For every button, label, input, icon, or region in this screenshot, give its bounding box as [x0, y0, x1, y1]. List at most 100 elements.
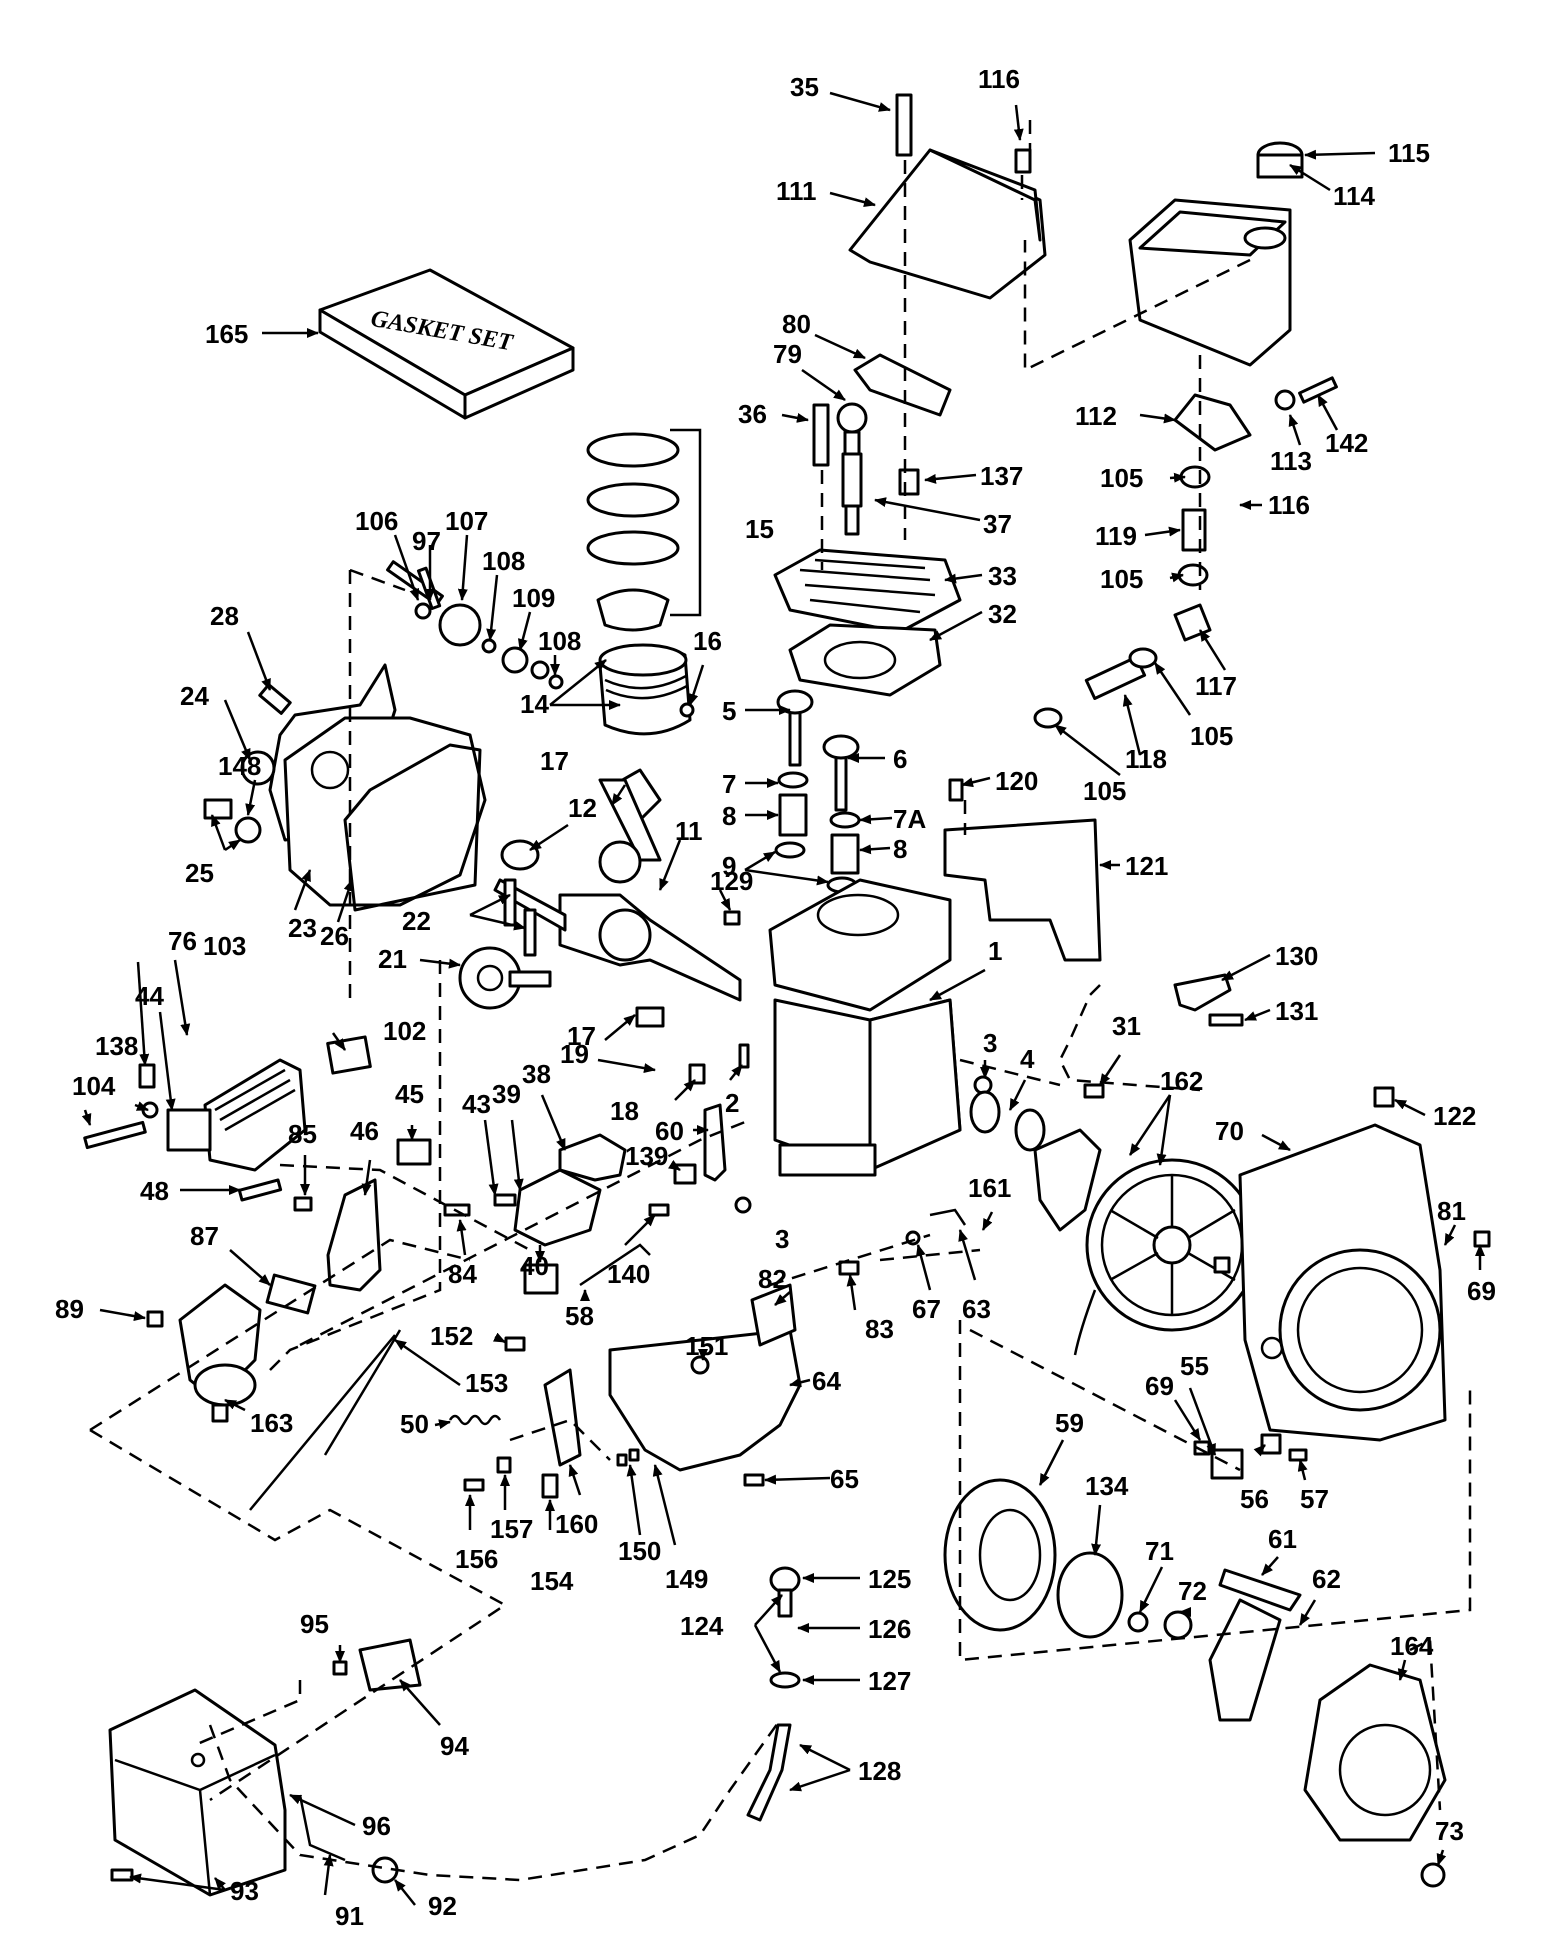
callout-3b: 3 — [775, 1224, 789, 1254]
callout-70: 70 — [1215, 1116, 1244, 1146]
callout-93: 93 — [230, 1876, 259, 1906]
callout-148: 148 — [218, 751, 261, 781]
washer-113 — [1274, 389, 1296, 411]
callout-134: 134 — [1085, 1471, 1129, 1501]
callout-80: 80 — [782, 309, 811, 339]
callout-108a: 108 — [482, 546, 525, 576]
callout-40: 40 — [520, 1251, 549, 1281]
callout-107: 107 — [445, 506, 488, 536]
callout-163: 163 — [250, 1408, 293, 1438]
fuel-tank — [1128, 141, 1304, 367]
callout-76: 76 — [168, 926, 197, 956]
callout-121: 121 — [1125, 851, 1168, 881]
callout-113: 113 — [1270, 446, 1312, 476]
screw-95 — [332, 1660, 348, 1676]
callout-151: 151 — [685, 1331, 728, 1361]
carburetor — [178, 1283, 262, 1423]
callout-43: 43 — [462, 1089, 491, 1119]
fitting-25 — [203, 798, 233, 820]
callout-50: 50 — [400, 1409, 429, 1439]
callout-8a: 8 — [722, 801, 736, 831]
nut-73 — [1420, 1862, 1446, 1888]
part-shapes: GASKET SET — [83, 93, 1491, 1897]
callout-32: 32 — [988, 599, 1017, 629]
callout-103: 103 — [203, 931, 246, 961]
flywheel — [1033, 1128, 1259, 1356]
callout-57: 57 — [1300, 1484, 1329, 1514]
bolt-104 — [83, 1120, 147, 1150]
cylinder-block — [768, 878, 962, 1177]
gasket-102 — [326, 1035, 372, 1075]
callout-60: 60 — [655, 1116, 684, 1146]
callout-62: 62 — [1312, 1564, 1341, 1594]
callout-17b: 17 — [567, 1021, 596, 1051]
control-box — [108, 1638, 422, 1897]
screw-28 — [258, 683, 292, 715]
callout-87: 87 — [190, 1221, 219, 1251]
callout-38: 38 — [522, 1059, 551, 1089]
assembly-lines — [89, 120, 1472, 1882]
spring-50 — [448, 1414, 502, 1426]
callout-156: 156 — [455, 1544, 498, 1574]
callout-39: 39 — [492, 1079, 521, 1109]
crankcase-cover — [268, 663, 487, 912]
rod-58 — [579, 1243, 651, 1287]
callout-31: 31 — [1112, 1011, 1141, 1041]
callout-111: 111 — [776, 176, 817, 206]
callout-61: 61 — [1268, 1524, 1297, 1554]
washer-3 — [973, 1075, 993, 1095]
callout-9: 9 — [722, 851, 736, 881]
callout-95: 95 — [300, 1609, 329, 1639]
lever-62 — [1208, 1598, 1282, 1722]
callout-11: 11 — [675, 816, 703, 846]
callout-105c: 105 — [1190, 721, 1233, 751]
callout-22: 22 — [402, 906, 431, 936]
callout-150: 150 — [618, 1536, 661, 1566]
callout-91: 91 — [335, 1901, 364, 1931]
callout-139: 139 — [625, 1141, 668, 1171]
control-bracket — [543, 1368, 582, 1467]
callout-3a: 3 — [983, 1028, 997, 1058]
callout-6: 6 — [893, 744, 907, 774]
callout-36: 36 — [738, 399, 767, 429]
seal-161 — [969, 1090, 1001, 1134]
callout-160: 160 — [555, 1509, 598, 1539]
callout-46: 46 — [350, 1116, 379, 1146]
screw-120 — [948, 778, 964, 802]
washer-3b — [734, 1196, 752, 1214]
callout-26: 26 — [320, 921, 349, 951]
bracket-94 — [358, 1638, 422, 1692]
callout-5: 5 — [722, 696, 736, 726]
callout-161: 161 — [968, 1173, 1011, 1203]
washer-81 — [1213, 1256, 1231, 1274]
callout-96: 96 — [362, 1811, 391, 1841]
connecting-rod — [598, 768, 662, 884]
breather — [443, 1133, 627, 1295]
callout-149: 149 — [665, 1564, 708, 1594]
callout-55: 55 — [1180, 1351, 1209, 1381]
lever-61 — [1218, 1568, 1302, 1612]
callout-28: 28 — [210, 601, 239, 631]
gasket-45 — [396, 1138, 432, 1166]
clip-16 — [679, 702, 695, 718]
callout-23: 23 — [288, 913, 317, 943]
callout-130: 130 — [1275, 941, 1318, 971]
callout-128: 128 — [858, 1756, 901, 1786]
seal-148 — [234, 816, 262, 844]
callout-102: 102 — [383, 1016, 426, 1046]
callout-58: 58 — [565, 1301, 594, 1331]
washer-108b — [548, 674, 564, 690]
callout-24: 24 — [180, 681, 209, 711]
callout-7: 7 — [722, 769, 736, 799]
callout-56: 56 — [1240, 1484, 1269, 1514]
plate-121 — [943, 818, 1102, 962]
rod-91 — [298, 1794, 346, 1862]
callout-94: 94 — [440, 1731, 469, 1761]
washer-108a — [481, 638, 497, 654]
nut-72 — [1163, 1610, 1193, 1640]
screw-76 — [138, 1063, 156, 1089]
cylinder-shroud — [608, 1283, 802, 1487]
bolt-131 — [1208, 1013, 1244, 1027]
callout-129: 129 — [710, 866, 753, 896]
